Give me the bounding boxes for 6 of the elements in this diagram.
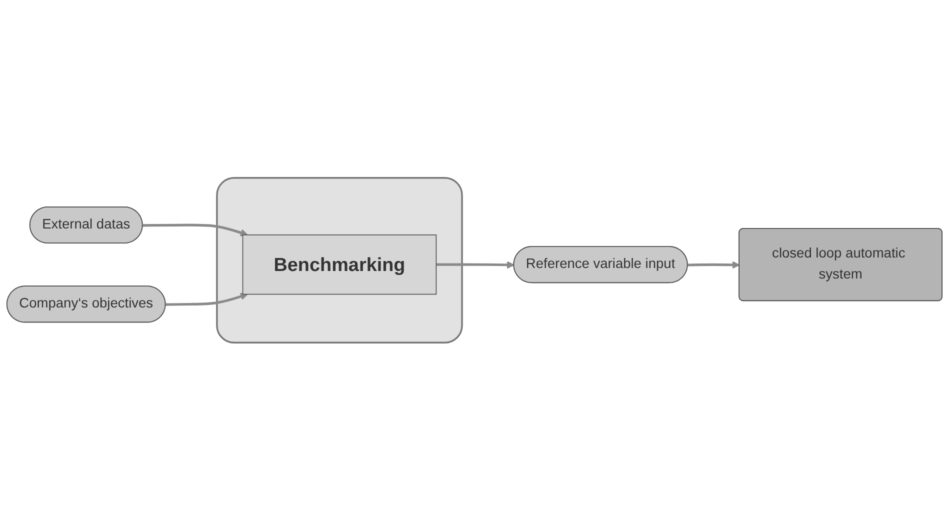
arrow (436, 261, 514, 269)
node-box: Benchmarking (242, 234, 437, 295)
arrow (688, 261, 740, 269)
arrow (142, 224, 248, 237)
arrow (166, 292, 248, 306)
cluster (216, 177, 463, 344)
